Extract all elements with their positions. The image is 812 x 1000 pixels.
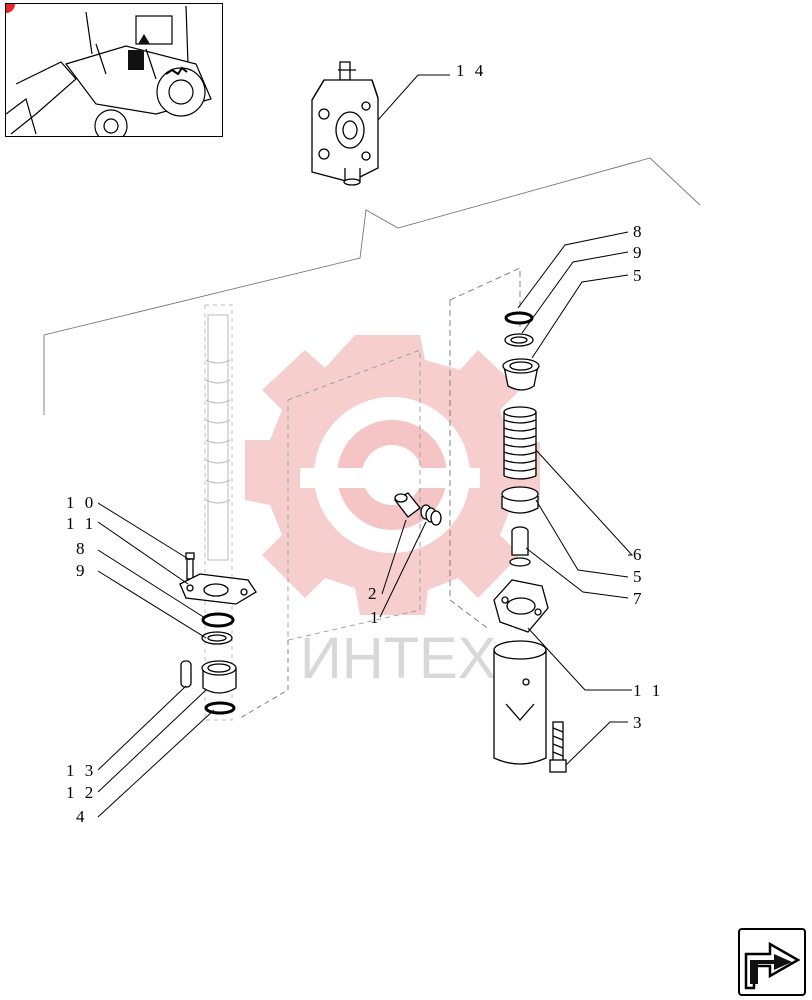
callout-11-left: 1 1 [66, 514, 96, 533]
valve-spool [205, 314, 231, 561]
o-ring-4 [204, 701, 236, 715]
spring-1 [420, 504, 442, 526]
callout-6: 6 [633, 545, 645, 564]
accent-dot [6, 4, 15, 13]
callout-4: 4 [76, 807, 88, 826]
outline-lines [43, 157, 701, 721]
watermark-text: ИНТЕХ [300, 626, 496, 691]
callout-8-left: 8 [76, 539, 88, 558]
callout-12: 1 2 [66, 783, 96, 802]
right-parts [493, 311, 567, 773]
o-ring-8 [201, 612, 235, 628]
callout-5-top: 5 [633, 266, 645, 285]
next-page-arrow-icon [744, 941, 801, 990]
leader-lines [97, 74, 634, 818]
middle-parts [394, 492, 442, 526]
callout-labels: 1 4 8 9 5 6 5 7 1 1 3 1 0 1 1 8 9 1 3 1 … [66, 61, 663, 826]
callout-1: 1 [370, 608, 382, 627]
callout-13: 1 3 [66, 761, 96, 780]
callout-14: 1 4 [456, 61, 486, 80]
watermark-gear-logo [245, 335, 540, 615]
pin-13 [180, 660, 192, 688]
callout-3: 3 [633, 713, 645, 732]
o-ring-8-right [504, 311, 534, 325]
callout-8-right: 8 [633, 222, 645, 241]
callout-7: 7 [633, 589, 645, 608]
machine-thumbnail [5, 3, 223, 137]
callout-9-right: 9 [633, 243, 645, 262]
backhoe-loader-icon [6, 4, 212, 136]
callout-9-left: 9 [76, 561, 88, 580]
callout-5-lower: 5 [633, 567, 645, 586]
spring-6 [503, 406, 537, 480]
valve-section-14 [311, 61, 379, 186]
left-parts [179, 552, 257, 715]
callout-11-right: 1 1 [633, 681, 663, 700]
next-page-button[interactable] [738, 928, 806, 996]
callout-10: 1 0 [66, 493, 96, 512]
callout-2: 2 [368, 584, 380, 603]
